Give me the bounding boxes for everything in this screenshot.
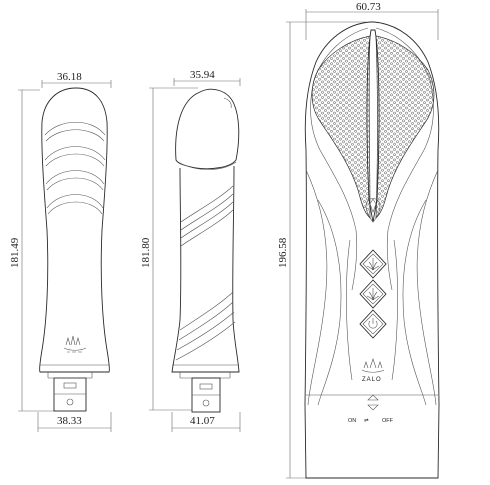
right-spine-inner-gem bbox=[369, 198, 377, 213]
left-bottom-dimension: 38.33 bbox=[37, 412, 112, 432]
right-central-spine bbox=[366, 29, 380, 223]
left-height-label: 181.49 bbox=[9, 237, 21, 268]
middle-swirl-6 bbox=[178, 301, 234, 341]
right-brand-logo: ZALO bbox=[361, 358, 385, 383]
lotus-up-icon bbox=[366, 258, 380, 271]
left-top-dimension: 36.18 bbox=[41, 71, 112, 88]
middle-top-dimension: 35.94 bbox=[173, 69, 241, 86]
left-ridge-1 bbox=[44, 122, 106, 136]
lotus-down-icon bbox=[366, 288, 380, 301]
right-top-width-label: 60.73 bbox=[356, 1, 381, 13]
right-flow-center-right bbox=[391, 239, 398, 381]
left-body-outline bbox=[39, 87, 110, 373]
left-ridge-4b bbox=[47, 201, 103, 215]
switch-label-off: OFF bbox=[382, 418, 394, 424]
left-charging-plug bbox=[47, 372, 93, 412]
left-height-dimension: 181.49 bbox=[9, 89, 56, 412]
right-body-outline bbox=[304, 21, 440, 479]
left-device: 36.18 181.49 bbox=[9, 71, 112, 432]
middle-bottom-width-label: 41.07 bbox=[190, 415, 215, 427]
right-height-label: 196.58 bbox=[277, 237, 289, 268]
right-inner-frame-left bbox=[310, 27, 369, 291]
right-brand-logo-text: ZALO bbox=[362, 377, 382, 383]
switch-arrows-icon: ⇌ bbox=[364, 417, 369, 424]
middle-bottom-dimension: 41.07 bbox=[171, 412, 241, 432]
switch-label-on: ON bbox=[348, 418, 356, 424]
lock-arrow-icon bbox=[367, 394, 379, 411]
right-mesh-right bbox=[375, 35, 435, 219]
left-ridge-3 bbox=[45, 170, 105, 185]
right-flow-right-2 bbox=[402, 199, 427, 406]
left-ridge-1b bbox=[45, 129, 105, 142]
right-top-dimension: 60.73 bbox=[305, 1, 439, 40]
middle-top-width-label: 35.94 bbox=[190, 69, 215, 81]
mode-down-button[interactable] bbox=[359, 279, 387, 309]
right-flow-right-1 bbox=[416, 169, 439, 406]
left-ridge-4 bbox=[46, 194, 104, 209]
right-device: 60.73 196.58 bbox=[277, 1, 440, 479]
power-switch-label: ON ⇌ OFF bbox=[348, 417, 394, 424]
power-icon bbox=[368, 318, 378, 329]
middle-head-tip bbox=[223, 97, 232, 109]
left-ridge-2b bbox=[45, 153, 105, 167]
left-top-width-label: 36.18 bbox=[57, 71, 82, 83]
middle-swirl-7 bbox=[176, 311, 235, 351]
right-height-dimension: 196.58 bbox=[277, 21, 366, 479]
right-flow-left-1 bbox=[305, 169, 328, 406]
left-bottom-width-label: 38.33 bbox=[57, 415, 82, 427]
middle-height-label: 181.80 bbox=[140, 237, 152, 268]
middle-height-dimension: 181.80 bbox=[140, 87, 198, 411]
middle-swirl-2 bbox=[180, 193, 234, 231]
middle-device: 35.94 181.80 bbox=[140, 69, 241, 432]
left-ridge-2 bbox=[44, 146, 106, 161]
middle-shaft-outline bbox=[171, 165, 240, 373]
middle-head-rim bbox=[177, 161, 237, 170]
right-flow-left-2 bbox=[317, 199, 342, 406]
middle-swirl-1 bbox=[180, 185, 234, 223]
middle-head-outline bbox=[175, 88, 240, 170]
middle-swirl-5 bbox=[179, 291, 234, 331]
middle-swirl-8 bbox=[175, 321, 236, 361]
left-ridge-3b bbox=[46, 177, 104, 191]
mode-up-button[interactable] bbox=[359, 249, 387, 279]
power-button[interactable] bbox=[359, 309, 387, 339]
middle-swirl-3 bbox=[180, 201, 234, 239]
right-mesh-left bbox=[311, 35, 371, 219]
left-brand-logo-icon bbox=[63, 335, 87, 353]
middle-swirl-4 bbox=[180, 209, 234, 247]
crown-icon bbox=[361, 358, 385, 373]
middle-charging-plug bbox=[179, 372, 231, 413]
right-flow-center-left bbox=[346, 239, 353, 381]
